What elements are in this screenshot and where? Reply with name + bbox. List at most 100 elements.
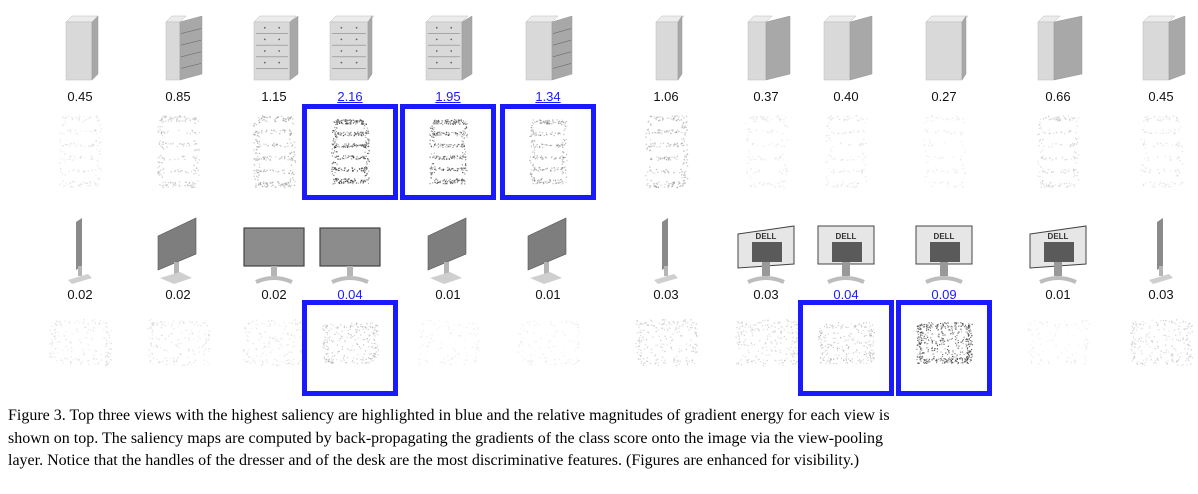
saliency-speck bbox=[819, 357, 822, 359]
saliency-speck bbox=[346, 122, 348, 124]
saliency-speck bbox=[753, 118, 755, 120]
saliency-speck bbox=[789, 332, 791, 334]
saliency-speck bbox=[289, 117, 291, 120]
saliency-speck bbox=[528, 344, 530, 346]
saliency-speck bbox=[539, 182, 541, 184]
saliency-speck bbox=[646, 347, 648, 349]
saliency-speck bbox=[193, 173, 195, 175]
saliency-speck bbox=[534, 146, 536, 148]
saliency-speck bbox=[188, 333, 190, 336]
saliency-speck bbox=[667, 131, 670, 133]
saliency-speck bbox=[157, 126, 159, 128]
saliency-speck bbox=[437, 348, 439, 350]
saliency-speck bbox=[49, 356, 51, 358]
saliency-speck bbox=[335, 119, 337, 121]
saliency-speck bbox=[280, 338, 282, 340]
saliency-speck bbox=[680, 168, 682, 171]
saliency-speck bbox=[562, 156, 564, 158]
saliency-speck bbox=[780, 342, 782, 344]
highlighted-saliency-map bbox=[896, 300, 992, 396]
saliency-speck bbox=[940, 116, 943, 119]
saliency-speck bbox=[53, 329, 55, 331]
saliency-speck bbox=[1170, 186, 1172, 188]
saliency-speck bbox=[250, 328, 253, 330]
saliency-speck bbox=[660, 142, 662, 145]
saliency-speck bbox=[529, 173, 531, 175]
saliency-speck bbox=[454, 123, 456, 125]
saliency-speck bbox=[447, 359, 449, 361]
saliency-speck bbox=[767, 131, 769, 133]
saliency-speck bbox=[856, 349, 858, 351]
saliency-speck bbox=[437, 182, 439, 184]
saliency-speck bbox=[337, 350, 339, 353]
saliency-speck bbox=[1157, 168, 1159, 171]
saliency-speck bbox=[334, 146, 336, 148]
saliency-speck bbox=[205, 338, 207, 340]
saliency-speck bbox=[256, 146, 258, 148]
saliency-speck bbox=[356, 326, 358, 328]
saliency-speck bbox=[687, 153, 689, 155]
saliency-speck bbox=[160, 174, 163, 176]
saliency-speck bbox=[558, 145, 560, 147]
saliency-speck bbox=[98, 322, 100, 324]
saliency-speck bbox=[377, 330, 379, 332]
saliency-speck bbox=[870, 359, 872, 361]
saliency-speck bbox=[342, 123, 344, 125]
saliency-speck bbox=[364, 135, 366, 137]
saliency-speck bbox=[945, 119, 947, 121]
saliency-speck bbox=[457, 168, 459, 170]
saliency-speck bbox=[332, 140, 334, 142]
saliency-speck bbox=[70, 186, 73, 188]
saliency-speck bbox=[948, 130, 950, 133]
saliency-speck bbox=[779, 118, 781, 120]
saliency-speck bbox=[1059, 144, 1061, 146]
saliency-speck bbox=[441, 124, 444, 126]
saliency-speck bbox=[681, 115, 684, 117]
saliency-speck bbox=[654, 131, 656, 134]
saliency-speck bbox=[155, 337, 158, 339]
saliency-speck bbox=[75, 129, 77, 131]
saliency-speck bbox=[759, 361, 761, 363]
saliency-speck bbox=[872, 357, 874, 359]
saliency-speck bbox=[533, 152, 536, 154]
saliency-speck bbox=[766, 359, 768, 362]
saliency-speck bbox=[448, 158, 451, 160]
saliency-speck bbox=[661, 157, 663, 159]
saliency-speck bbox=[334, 168, 336, 170]
saliency-speck bbox=[820, 342, 822, 344]
saliency-speck bbox=[336, 179, 338, 182]
saliency-speck bbox=[454, 144, 456, 146]
saliency-speck bbox=[345, 145, 347, 147]
saliency-speck bbox=[646, 148, 648, 150]
saliency-speck bbox=[1078, 154, 1080, 156]
saliency-speck bbox=[1161, 119, 1163, 121]
saliency-speck bbox=[349, 328, 351, 330]
saliency-speck bbox=[855, 115, 857, 117]
screen bbox=[527, 217, 567, 271]
saliency-speck bbox=[1062, 115, 1065, 117]
saliency-speck bbox=[97, 145, 99, 147]
saliency-speck bbox=[433, 123, 435, 125]
saliency-speck bbox=[769, 335, 771, 337]
saliency-speck bbox=[771, 130, 773, 133]
saliency-speck bbox=[869, 352, 871, 354]
saliency-speck bbox=[765, 346, 767, 348]
saliency-speck bbox=[926, 161, 928, 164]
saliency-speck bbox=[161, 157, 163, 159]
saliency-speck bbox=[249, 323, 251, 325]
saliency-speck bbox=[356, 358, 358, 360]
saliency-speck bbox=[276, 359, 278, 362]
saliency-speck bbox=[377, 325, 379, 327]
saliency-speck bbox=[70, 143, 72, 145]
saliency-speck bbox=[436, 155, 438, 157]
saliency-speck bbox=[694, 332, 696, 334]
saliency-speck bbox=[540, 178, 542, 181]
saliency-speck bbox=[851, 338, 853, 340]
saliency-speck bbox=[192, 118, 194, 120]
saliency-speck bbox=[258, 141, 260, 143]
saliency-speck bbox=[430, 130, 432, 132]
saliency-speck bbox=[870, 333, 872, 335]
saliency-speck bbox=[843, 335, 845, 338]
saliency-speck bbox=[263, 169, 265, 171]
saliency-speck bbox=[286, 142, 289, 144]
